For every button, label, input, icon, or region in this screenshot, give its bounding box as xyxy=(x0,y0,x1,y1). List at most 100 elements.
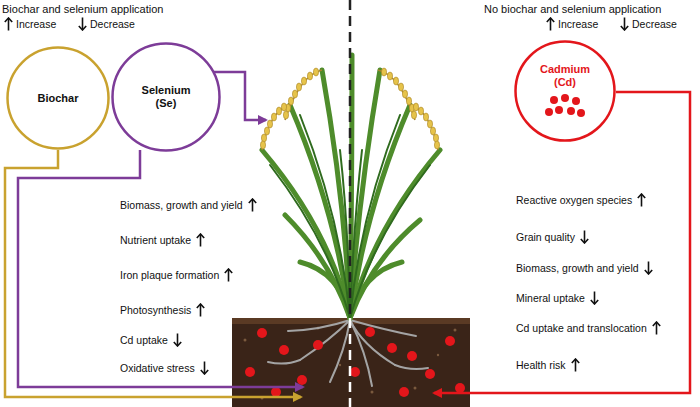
biochar-circle: Biochar xyxy=(6,46,110,150)
art-circle xyxy=(365,327,375,337)
cadmium-dots xyxy=(545,93,585,119)
legend-item: Decrease xyxy=(78,17,135,31)
art-path xyxy=(285,215,350,318)
arrow-shaft xyxy=(641,195,643,207)
increase-arrow xyxy=(248,198,257,212)
arrow-shape xyxy=(581,231,588,244)
roots xyxy=(268,320,428,386)
effect-item: Biomass, growth and yield xyxy=(516,262,639,274)
increase-arrow xyxy=(224,268,233,282)
decrease-arrow xyxy=(200,361,209,375)
node-label: Selenium (Se) xyxy=(134,84,198,110)
art-path xyxy=(340,150,350,318)
effect-item: Photosynthesis xyxy=(120,304,191,316)
arrow-shaft xyxy=(177,334,179,346)
arrow-shape xyxy=(591,292,598,305)
art-path xyxy=(378,70,415,120)
arrow-head xyxy=(197,304,204,308)
effect-item-row: Cd uptake and translocation xyxy=(516,320,661,336)
arrow-head xyxy=(644,270,651,274)
arrow-head xyxy=(79,26,86,30)
legend-text: Increase xyxy=(558,18,598,30)
arrow-shaft xyxy=(82,18,84,30)
art-ellipse xyxy=(313,68,318,76)
art-ellipse xyxy=(423,113,428,121)
arrow-shaft xyxy=(8,19,10,31)
section-heading: No biochar and selenium application xyxy=(484,3,661,15)
effect-item-row: Nutrient uptake xyxy=(120,232,205,248)
art-ellipse xyxy=(406,97,411,105)
effect-item-row: Iron plaque formation xyxy=(120,267,233,283)
cadmium-dot xyxy=(561,94,569,102)
art-circle xyxy=(455,383,465,393)
circle-border xyxy=(113,44,220,151)
art-ellipse xyxy=(267,120,272,128)
cadmium-circle: Cadmium (Cd) xyxy=(514,40,616,142)
arrow-head xyxy=(5,18,12,22)
arrow-shaft xyxy=(203,362,205,374)
legend-text: Decrease xyxy=(632,18,677,30)
effect-item: Oxidative stress xyxy=(120,362,195,374)
art-ellipse xyxy=(296,83,301,91)
arrow-shape xyxy=(571,359,578,372)
art-circle xyxy=(407,351,417,361)
circle-outline xyxy=(514,40,616,142)
arrow-head xyxy=(248,199,255,203)
art-path xyxy=(214,72,266,120)
increase-arrow xyxy=(571,358,580,372)
node-label: Cadmium (Cd) xyxy=(535,63,595,89)
arrow-shaft xyxy=(574,360,576,372)
art-circle xyxy=(425,369,435,379)
effect-item: Iron plaque formation xyxy=(120,269,219,281)
art-ellipse xyxy=(261,134,266,142)
node-label: Biochar xyxy=(38,92,79,105)
art-ellipse xyxy=(418,107,423,115)
art-path xyxy=(262,105,290,150)
art-circle xyxy=(371,391,374,394)
effect-item-row: Grain quality xyxy=(516,229,589,245)
increase-arrow xyxy=(4,17,13,31)
art-path xyxy=(5,150,301,397)
arrow-shaft xyxy=(584,231,586,243)
art-ellipse xyxy=(281,103,286,111)
arrow-head xyxy=(591,300,598,304)
decrease-arrow xyxy=(173,333,182,347)
cadmium-dot xyxy=(545,108,553,116)
selenium-circle: Selenium (Se) xyxy=(111,42,221,152)
art-path xyxy=(350,262,402,318)
arrow-shape xyxy=(653,322,660,335)
art-path xyxy=(395,365,428,369)
arrow-shape xyxy=(174,334,181,347)
art-circle xyxy=(414,387,417,390)
art-path xyxy=(350,165,430,318)
cadmium-dot xyxy=(572,97,580,105)
art-circle xyxy=(313,340,323,350)
arrow-head xyxy=(571,359,578,363)
art-circle xyxy=(271,387,281,397)
arrow-shape xyxy=(644,262,651,275)
circle-border xyxy=(8,48,109,149)
effect-item-row: Mineral uptake xyxy=(516,290,599,306)
legend-item: Increase xyxy=(546,17,598,31)
legend-text: Increase xyxy=(16,18,56,30)
arrow-shape xyxy=(621,18,628,31)
art-ellipse xyxy=(433,134,438,142)
art-ellipse xyxy=(307,72,312,80)
effect-item: Cd uptake and translocation xyxy=(516,322,647,334)
art-ellipse xyxy=(411,111,416,119)
art-ellipse xyxy=(301,77,306,85)
art-ellipse xyxy=(264,127,269,135)
effect-item-row: Cd uptake xyxy=(120,332,182,348)
arrow-shape xyxy=(5,18,12,31)
effect-item: Mineral uptake xyxy=(516,292,585,304)
art-circle xyxy=(437,354,439,356)
arrow-head xyxy=(547,18,554,22)
art-circle xyxy=(339,364,341,366)
effect-item-row: Photosynthesis xyxy=(120,302,205,318)
effect-item-row: Biomass, growth and yield xyxy=(516,260,653,276)
effect-item: Biomass, growth and yield xyxy=(120,199,243,211)
arrow-shape xyxy=(547,18,554,31)
art-line xyxy=(349,318,352,407)
arrow-shape xyxy=(638,194,645,207)
